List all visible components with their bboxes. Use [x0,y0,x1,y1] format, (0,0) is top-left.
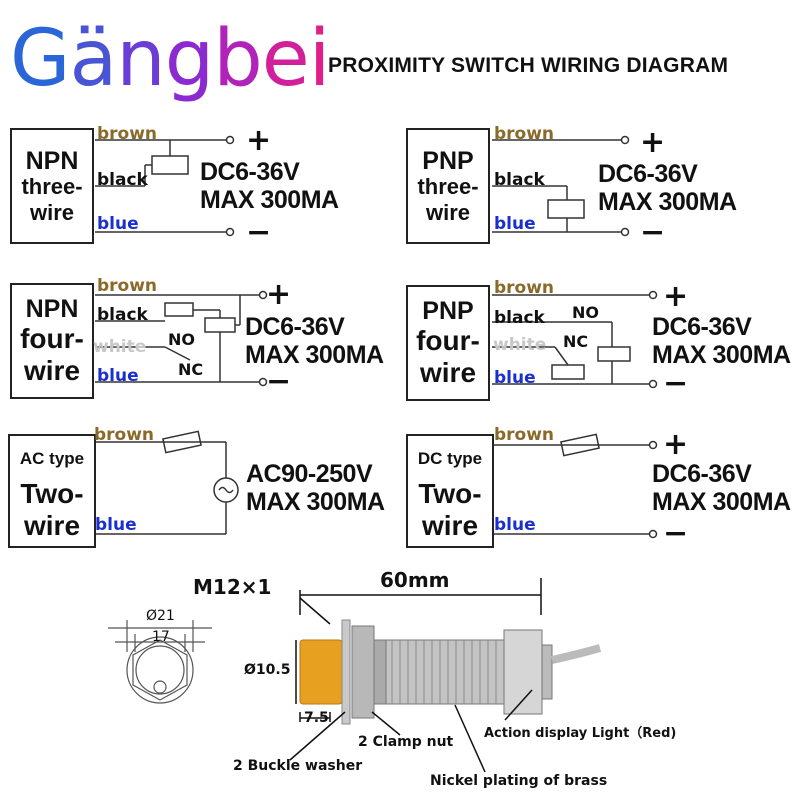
negative-terminal-sign: − [246,215,272,250]
negative-terminal-sign: − [640,215,666,250]
spec-current: MAX 300MA [652,341,791,369]
dc-two-wire-box: DC type Two- wire [406,434,494,548]
wire-label-brown: brown [97,276,158,296]
spec-voltage: AC90-250V [246,460,373,488]
wire-label-brown: brown [494,425,555,445]
spec-npn4: DC6-36V MAX 300MA [245,313,384,369]
spec-current: MAX 300MA [598,188,737,216]
logo-letter: i [308,14,331,104]
callout-action-light: Action display Light（Red) [484,726,677,741]
type-label: PNP [422,297,474,325]
positive-terminal-sign: + [246,123,272,158]
spec-ac2: AC90-250V MAX 300MA [246,460,385,516]
type-label: NPN [25,295,79,323]
dim-inner: 17 [152,629,170,645]
type-label: three- [21,174,83,199]
wire-label-brown: brown [494,124,555,144]
type-label: wire [23,510,81,541]
positive-terminal-sign: + [663,279,689,314]
wire-label-blue: blue [494,515,536,535]
contact-nc-label: NC [178,360,204,379]
type-label: four- [416,325,480,356]
spec-voltage: DC6-36V [245,313,345,341]
contact-nc-label: NC [563,332,589,351]
type-label: three- [417,174,479,199]
spec-pnp3: DC6-36V MAX 300MA [598,160,737,216]
wire-label-brown: brown [494,278,555,298]
ac-two-wire-box: AC type Two- wire [8,434,96,548]
negative-terminal-sign: − [663,516,689,551]
contact-no-label: NO [572,303,599,322]
negative-terminal-sign: − [266,364,292,399]
callout-washer: 2 Buckle washer [233,758,363,774]
spec-current: MAX 300MA [200,186,339,214]
wire-label-brown: brown [94,425,155,445]
negative-terminal-sign: − [663,366,689,401]
type-label: DC type [417,449,483,468]
type-label: wire [419,357,477,388]
spec-current: MAX 300MA [245,341,384,369]
spec-dc2: DC6-36V MAX 300MA [652,460,791,516]
wire-label-black: black [494,308,545,328]
logo-letter: G [10,14,70,104]
wire-label-white: white [493,335,547,355]
logo-letter: n [116,14,165,104]
wire-label-blue: blue [494,368,536,388]
wire-label-blue: blue [95,515,137,535]
wire-label-blue: blue [97,214,139,234]
spec-current: MAX 300MA [246,488,385,516]
logo-letter: g [164,14,215,104]
dim-face-length: 7.5 [304,710,329,726]
type-label: wire [23,355,81,386]
logo-letter: ä [69,14,117,104]
npn-four-wire-box: NPN four- wire [10,283,94,399]
wire-label-white: white [93,337,147,357]
type-label: AC type [19,449,85,468]
dim-length: 60mm [380,568,450,592]
dim-face-diameter: Ø10.5 [244,662,291,678]
wire-label-black: black [97,305,148,325]
spec-voltage: DC6-36V [200,158,300,186]
brand-logo: Gängbei [10,14,331,104]
callout-clamp-nut: 2 Clamp nut [358,734,454,750]
positive-terminal-sign: + [266,277,292,312]
logo-letter: e [261,14,310,104]
dim-thread: M12×1 [193,575,272,599]
type-label: wire [421,510,479,541]
wire-label-blue: blue [494,214,536,234]
positive-terminal-sign: + [663,427,689,462]
wire-label-black: black [97,170,148,190]
type-label: wire [425,200,471,225]
spec-npn3: DC6-36V MAX 300MA [200,158,339,214]
type-label: Two- [20,478,84,509]
logo-letter: b [213,14,263,104]
page-title: PROXIMITY SWITCH WIRING DIAGRAM [328,54,729,77]
type-label: wire [29,200,75,225]
type-label: Two- [418,478,482,509]
spec-voltage: DC6-36V [652,313,752,341]
positive-terminal-sign: + [640,125,666,160]
callout-nickel-plating: Nickel plating of brass [430,773,608,789]
wire-label-blue: blue [97,366,139,386]
dim-outer-diameter: Ø21 [146,608,175,624]
pnp-four-wire-box: PNP four- wire [406,285,490,401]
type-label: NPN [25,147,79,175]
type-label: PNP [422,147,474,175]
spec-current: MAX 300MA [652,488,791,516]
spec-pnp4: DC6-36V MAX 300MA [652,313,791,369]
contact-no-label: NO [168,330,195,349]
wire-label-black: black [494,170,545,190]
spec-voltage: DC6-36V [652,460,752,488]
pnp-three-wire-box: PNP three- wire [406,128,490,244]
spec-voltage: DC6-36V [598,160,698,188]
npn-three-wire-box: NPN three- wire [10,128,94,244]
wire-label-brown: brown [97,124,158,144]
type-label: four- [20,323,84,354]
